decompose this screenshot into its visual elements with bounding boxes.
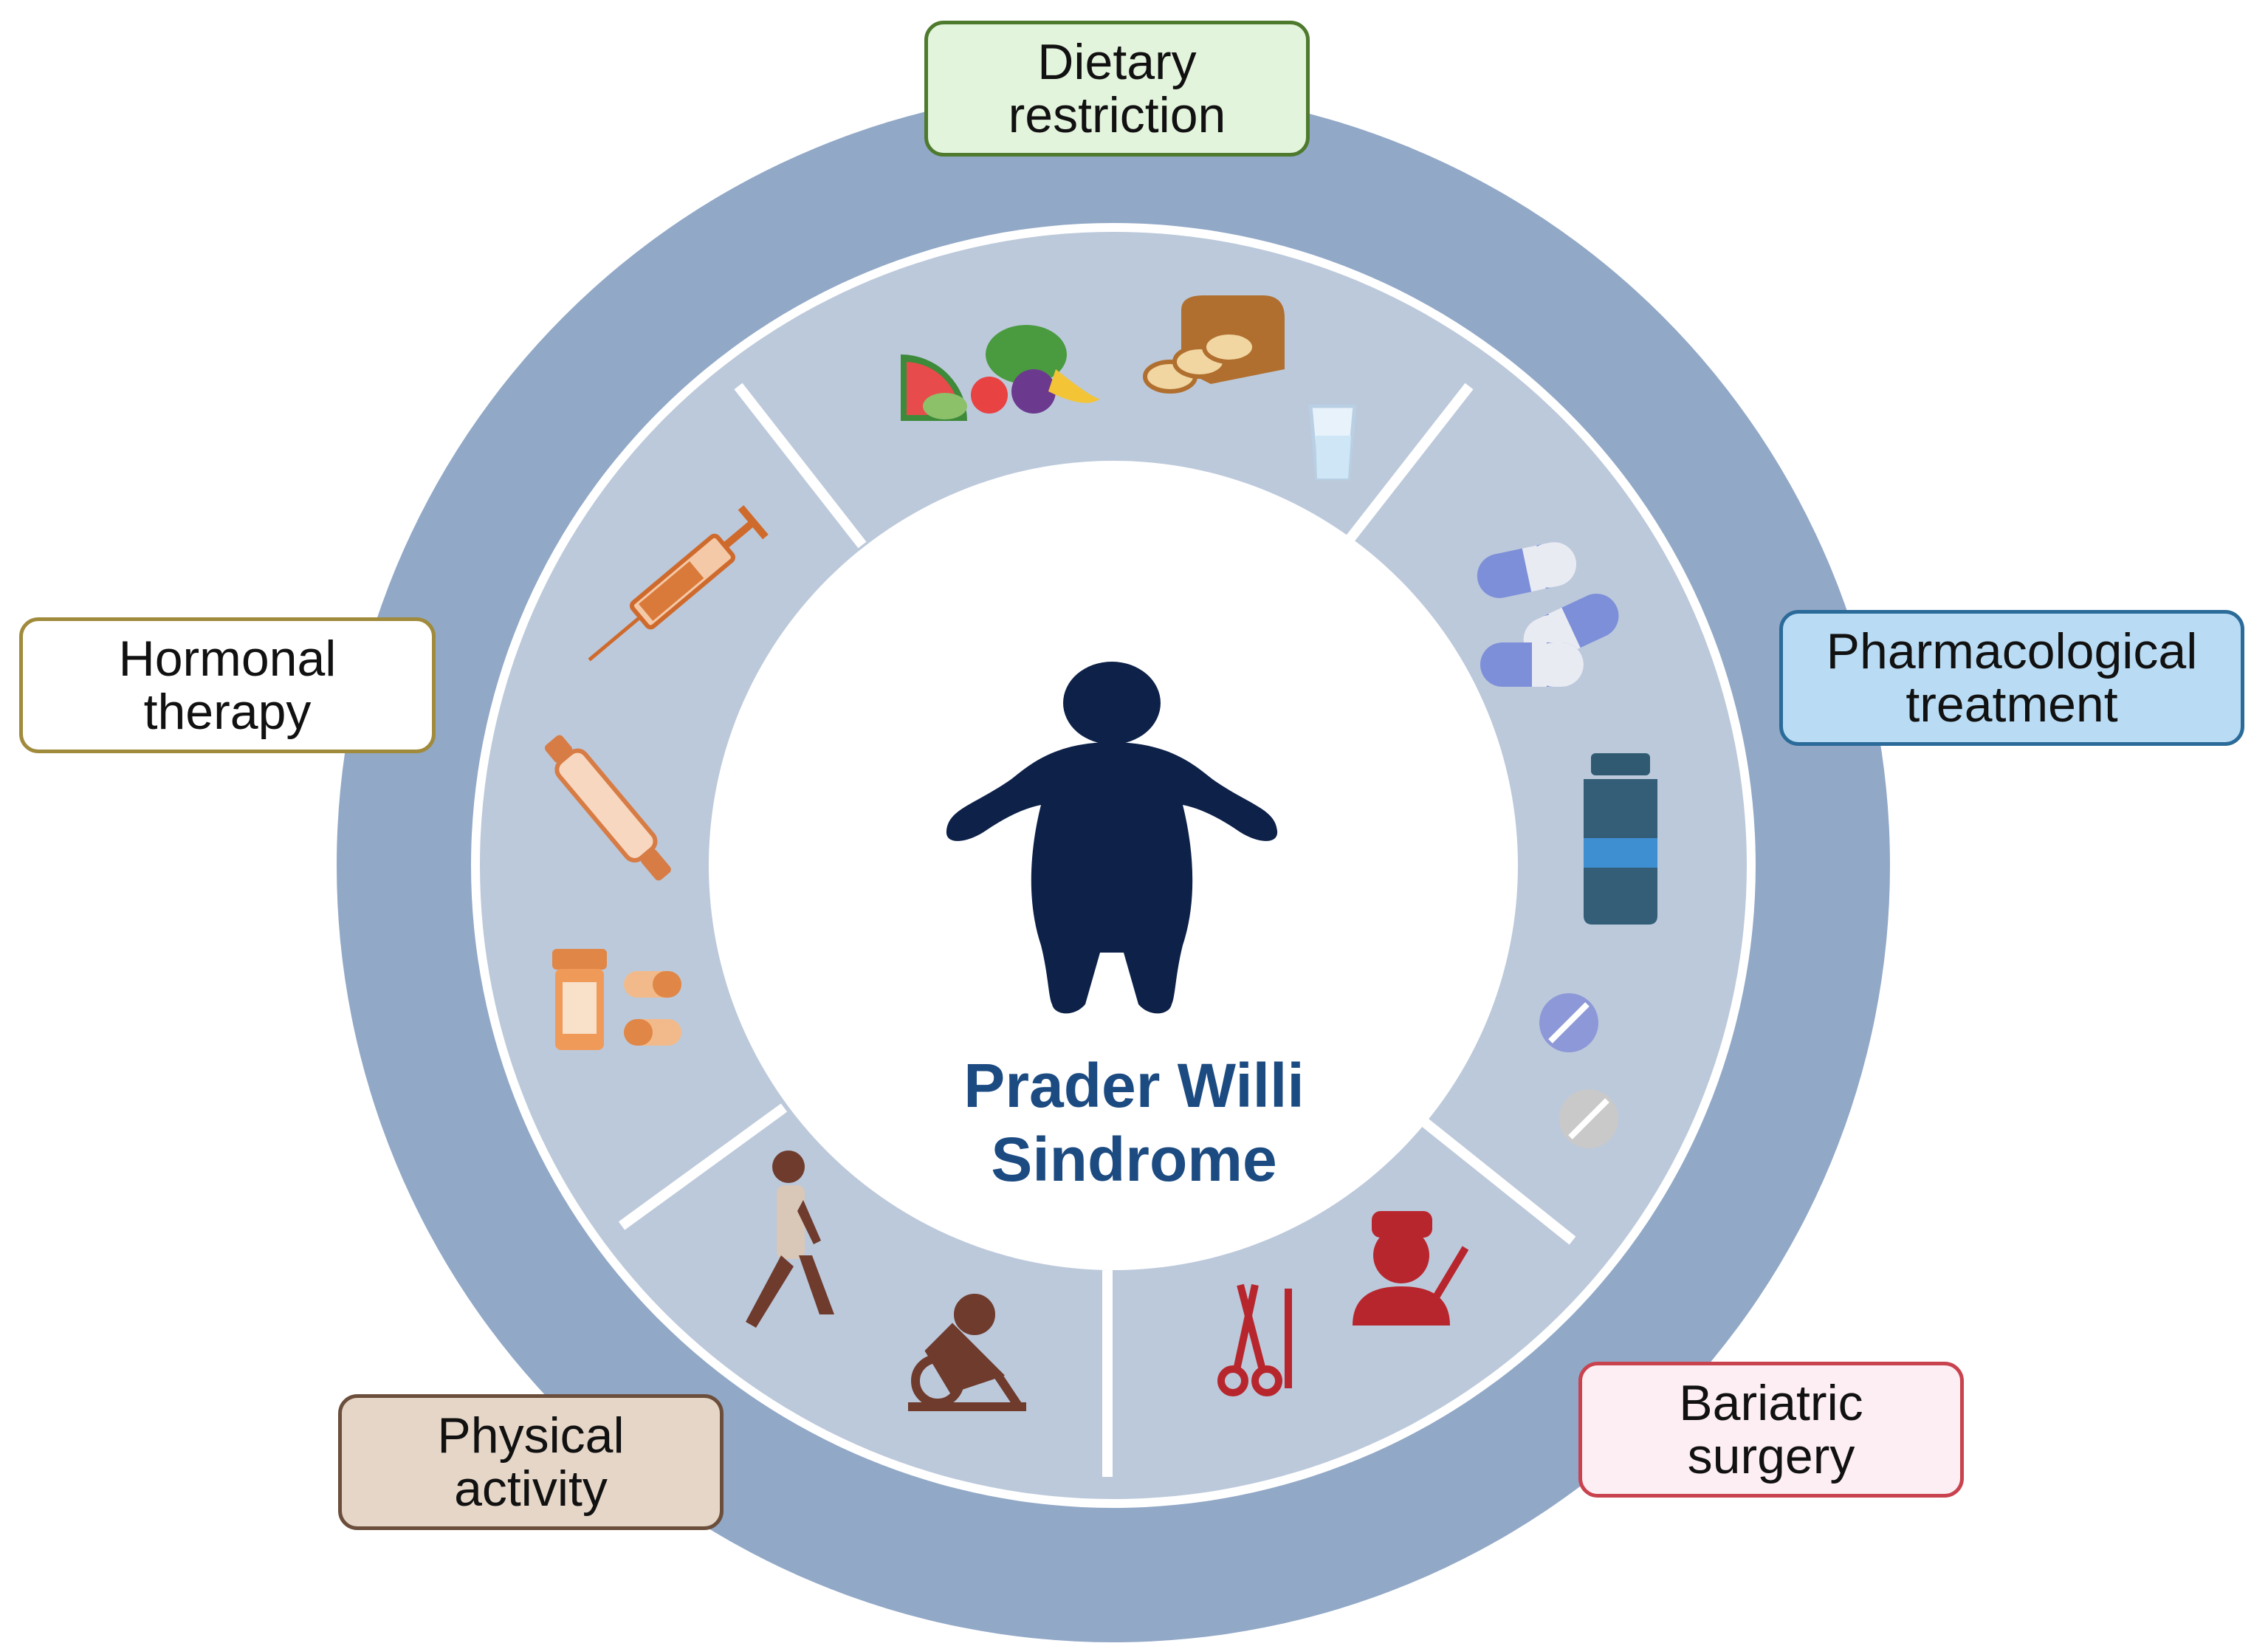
capsule-pills-icon [1477,542,1619,687]
center-title: Prader Willi Sindrome [839,1049,1429,1196]
label-physical-line1: Physical [437,1407,625,1464]
label-hormonal-line1: Hormonal [118,631,337,687]
label-pharmacological-line2: treatment [1906,676,2118,733]
segment-dividers [618,383,1576,1477]
bread-icon [1143,295,1285,394]
label-dietary-line1: Dietary [1037,34,1197,90]
medicine-bottle-icon [1584,753,1657,925]
walking-person-icon [746,1151,834,1328]
label-pharmacological-treatment: Pharmacological treatment [1779,610,2244,746]
exercise-bike-icon [908,1294,1026,1411]
injection-pen-icon [544,735,671,881]
syringe-icon [588,505,769,662]
tablet-pills-icon [1539,993,1618,1148]
label-pharmacological-line1: Pharmacological [1826,623,2198,679]
fruits-vegetables-icon [901,325,1100,421]
center-title-line1: Prader Willi [963,1051,1305,1120]
label-bariatric-line1: Bariatric [1679,1375,1863,1431]
person-silhouette-icon [946,662,1278,1014]
water-glass-icon [1308,404,1357,481]
surgeon-icon [1353,1211,1469,1326]
label-bariatric-line2: surgery [1687,1428,1855,1484]
label-hormonal-therapy: Hormonal therapy [19,617,436,753]
label-physical-line2: activity [454,1461,608,1517]
label-hormonal-line2: therapy [143,684,312,740]
center-title-line2: Sindrome [991,1125,1277,1194]
label-physical-activity: Physical activity [338,1394,724,1530]
pill-bottle-icon [552,949,681,1050]
label-dietary-line2: restriction [1008,87,1226,143]
surgical-tools-icon [1217,1283,1292,1396]
label-bariatric-surgery: Bariatric surgery [1578,1362,1964,1498]
label-dietary-restriction: Dietary restriction [924,21,1310,157]
